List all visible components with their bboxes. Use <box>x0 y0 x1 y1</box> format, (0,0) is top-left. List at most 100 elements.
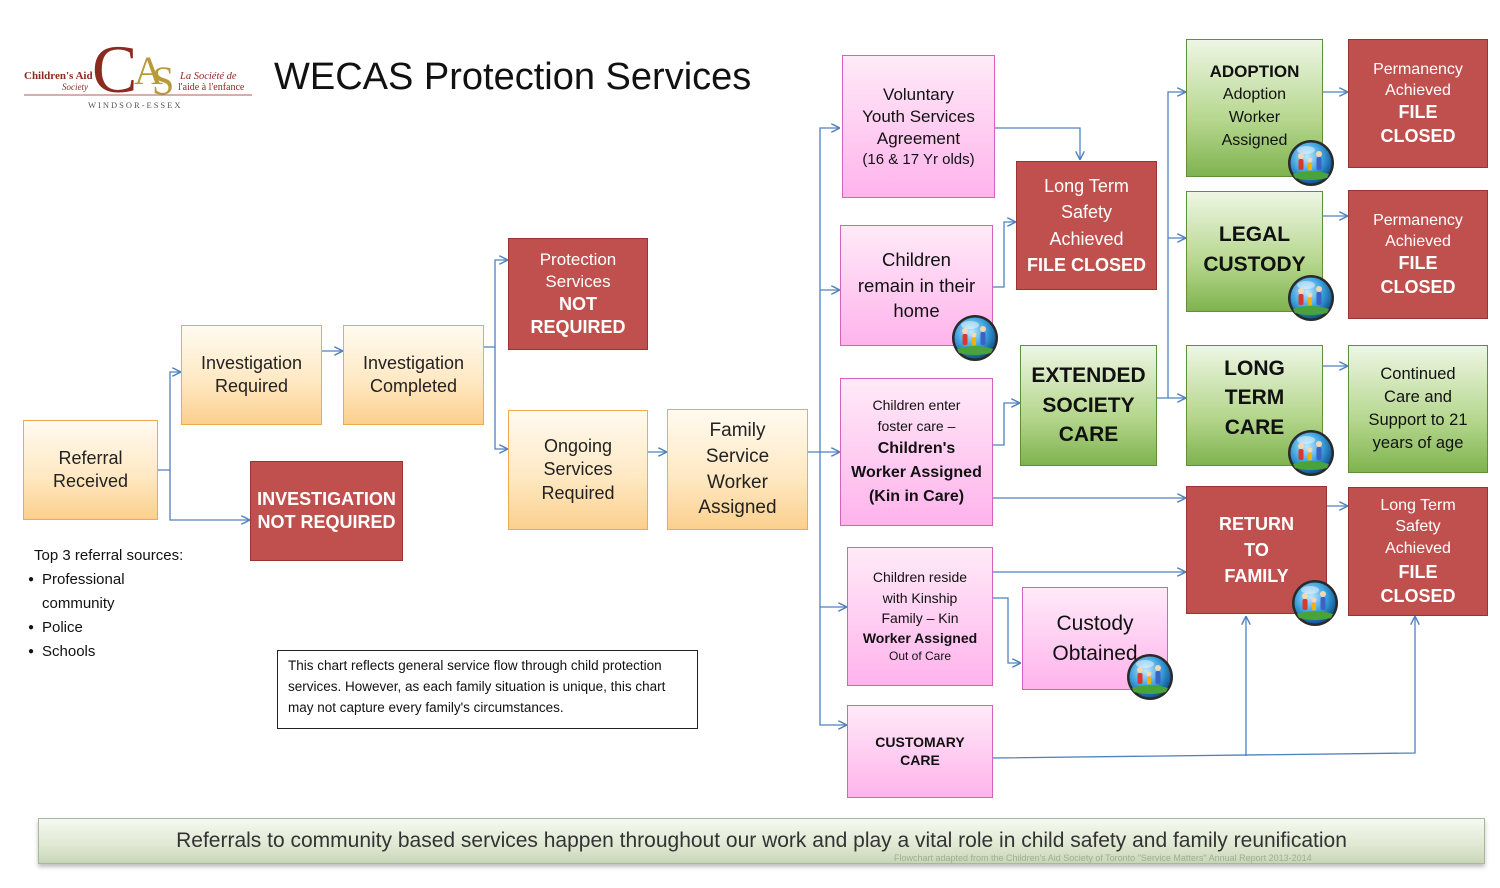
box-line: Obtained <box>1052 641 1138 665</box>
box-line: with Kinship <box>882 589 958 606</box>
box-line: Worker Assigned <box>851 464 982 481</box>
family-globe-icon <box>1286 428 1336 478</box>
long-term-safety-box: Long Term Safety Achieved FILE CLOSED <box>1016 161 1157 290</box>
logo-mark-c: C <box>92 31 137 107</box>
box-line: INVESTIGATION <box>257 488 396 509</box>
voluntary-youth-services-box: Voluntary Youth Services Agreement (16 &… <box>842 55 995 198</box>
box-line: RETURN <box>1219 514 1294 534</box>
arrow-foster-to-extended <box>993 403 1019 446</box>
box-line: Custody <box>1056 612 1134 636</box>
box-line: Permanency <box>1373 60 1463 78</box>
continued-care-box: Continued Care and Support to 21 years o… <box>1348 345 1488 473</box>
children-foster-care-box: Children enter foster care – Children's … <box>840 378 993 526</box>
protection-not-required-box: Protection Services NOT REQUIRED <box>508 238 648 350</box>
box-line: Investigation <box>200 352 303 373</box>
arrow-remain-home-to-lts <box>993 222 1015 288</box>
arrow-customary-to-lts-closed <box>992 617 1415 759</box>
box-line: Achieved <box>1049 228 1124 249</box>
box-line: LONG <box>1224 357 1285 380</box>
box-line: CARE <box>1058 423 1119 447</box>
box-line: Out of Care <box>888 649 952 664</box>
box-line: Support to 21 <box>1368 411 1468 429</box>
box-line: Services <box>545 271 611 291</box>
referral-source-item: Schools <box>28 640 152 664</box>
box-line: TO <box>1244 540 1269 561</box>
box-line: Safety <box>1395 518 1441 536</box>
box-line: Referral <box>58 447 123 468</box>
cas-logo: C A S Children's Aid Society La Société … <box>22 26 254 114</box>
arrow-completed-to-ongoing <box>494 347 507 449</box>
logo-mark-a: A <box>134 48 163 93</box>
box-line: Worker <box>1228 108 1281 126</box>
box-line: Children <box>882 248 951 270</box>
box-line: Long Term <box>1044 176 1129 197</box>
box-line: CLOSED <box>1380 276 1456 297</box>
long-term-safety-closed-box: Long Term Safety Achieved FILE CLOSED <box>1348 487 1488 616</box>
logo-text-bottom: WINDSOR-ESSEX <box>88 100 182 110</box>
box-line: Assigned <box>698 497 777 519</box>
box-line: Voluntary <box>883 85 954 105</box>
arrow-extended-to-adoption <box>1157 92 1185 399</box>
banner-text: Referrals to community based services ha… <box>176 829 1347 852</box>
family-globe-icon <box>1286 273 1336 323</box>
box-line: (16 & 17 Yr olds) <box>862 150 975 168</box>
customary-care-box: CUSTOMARY CARE <box>847 705 993 798</box>
box-line: Agreement <box>876 128 961 148</box>
box-line: CLOSED <box>1380 125 1456 146</box>
box-line: Care and <box>1384 387 1452 406</box>
box-line: CLOSED <box>1380 585 1456 606</box>
page-title: WECAS Protection Services <box>274 56 752 98</box>
box-line: Received <box>52 471 129 491</box>
box-line: EXTENDED <box>1031 364 1146 388</box>
box-line: NOT <box>559 293 597 314</box>
permanency-achieved-box-2: Permanency Achieved FILE CLOSED <box>1348 190 1488 319</box>
family-globe-icon <box>950 313 1000 363</box>
box-line: Long Term <box>1380 496 1456 514</box>
box-line: Achieved <box>1385 232 1451 250</box>
box-line: Family – Kin <box>881 609 959 626</box>
logo-text-left-1: Children's Aid <box>24 70 93 82</box>
box-line: Assigned <box>1221 131 1288 149</box>
box-line: Achieved <box>1385 540 1451 557</box>
box-line: Adoption <box>1222 86 1287 104</box>
box-line: Youth Services <box>862 107 975 127</box>
box-line: Children enter <box>872 397 961 413</box>
box-line: Children's <box>877 440 956 457</box>
arrow-referral-to-invest-required <box>158 372 180 471</box>
box-line: CARE <box>900 751 940 768</box>
extended-society-care-box: EXTENDED SOCIETY CARE <box>1020 345 1157 466</box>
investigation-not-required-box: INVESTIGATION NOT REQUIRED <box>250 461 403 561</box>
box-line: Ongoing <box>543 436 613 457</box>
arrow-completed-to-protection-not-required <box>484 260 507 348</box>
box-line: years of age <box>1372 434 1464 453</box>
arrow-referral-to-not-required <box>169 470 249 520</box>
box-line: Services <box>543 459 613 480</box>
box-line: Service <box>705 445 770 467</box>
box-line: CUSTOMARY <box>875 733 965 750</box>
box-line: Worker <box>707 471 768 493</box>
box-line: Completed <box>369 376 458 396</box>
box-line: Achieved <box>1385 81 1451 99</box>
box-line: Permanency <box>1373 211 1463 229</box>
box-line: Protection <box>539 250 617 270</box>
box-line: CUSTODY <box>1203 253 1306 277</box>
box-line: CARE <box>1224 415 1285 439</box>
referral-sources-list: Professional community Police Schools <box>28 568 183 664</box>
box-line: Safety <box>1060 202 1113 223</box>
arrow-voluntary-to-lts <box>995 127 1080 159</box>
box-line: home <box>893 300 940 322</box>
referral-sources: Top 3 referral sources: Professional com… <box>28 544 183 664</box>
box-line: TERM <box>1224 386 1285 410</box>
source-credit: Flowchart adapted from the Children's Ai… <box>894 853 1312 863</box>
box-line: REQUIRED <box>530 316 626 337</box>
box-line: NOT REQUIRED <box>257 512 396 532</box>
box-line: Investigation <box>362 352 465 373</box>
logo-text-right-1: La Société de <box>179 71 237 82</box>
community-referrals-banner: Referrals to community based services ha… <box>38 818 1485 864</box>
logo-text-right-2: l'aide à l'enfance <box>178 82 245 93</box>
return-to-family-box: RETURN TO FAMILY <box>1186 486 1327 614</box>
family-globe-icon <box>1125 652 1175 702</box>
box-line: ADOPTION <box>1209 62 1300 81</box>
box-line: FILE <box>1398 561 1438 582</box>
ongoing-services-box: Ongoing Services Required <box>508 410 648 530</box>
